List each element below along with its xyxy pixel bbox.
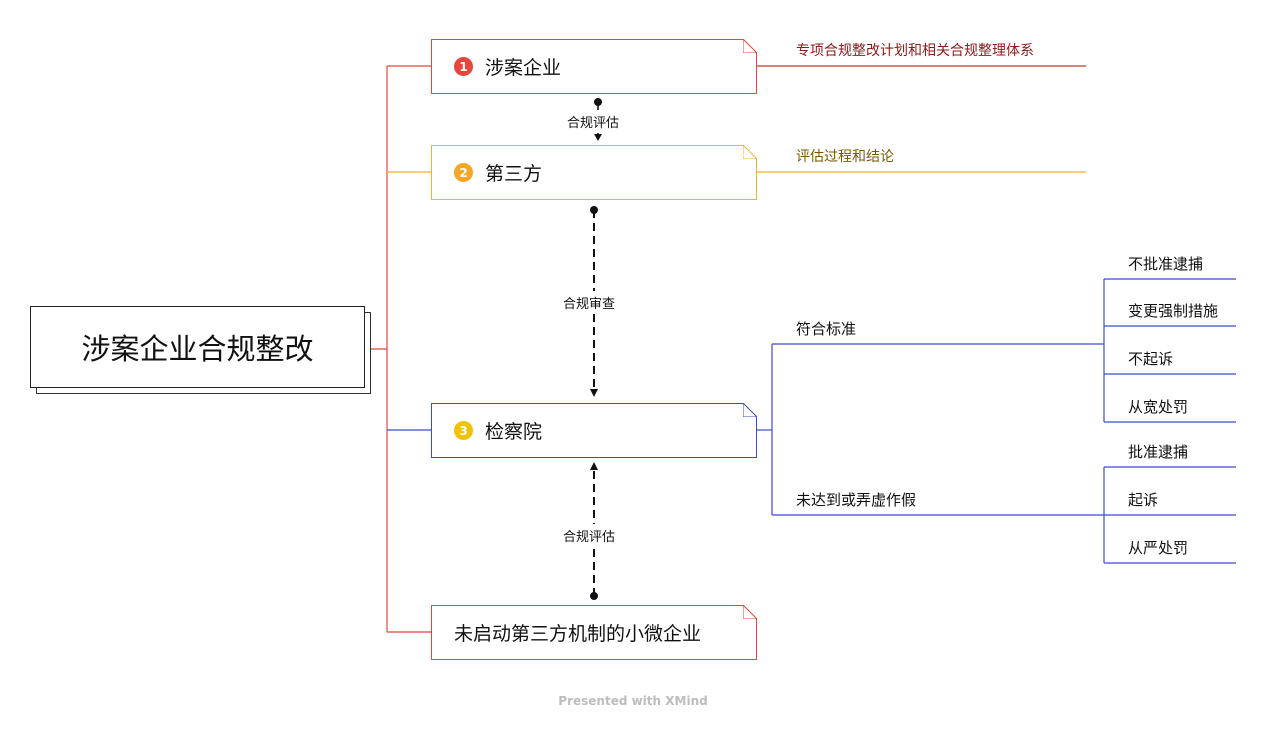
topic-procuratorate[interactable]: 3 检察院 bbox=[431, 403, 757, 458]
leaf-fails-item[interactable]: 从严处罚 bbox=[1128, 539, 1189, 557]
leaf-meets-item[interactable]: 变更强制措施 bbox=[1128, 302, 1219, 320]
topic-enterprise[interactable]: 1 涉案企业 bbox=[431, 39, 757, 94]
number-2-icon: 2 bbox=[454, 163, 473, 182]
root-topic[interactable]: 涉案企业合规整改 bbox=[30, 306, 365, 388]
leaf-fails-item[interactable]: 批准逮捕 bbox=[1128, 443, 1189, 461]
topic-enterprise-label: 涉案企业 bbox=[485, 57, 562, 79]
topic-third-party[interactable]: 2 第三方 bbox=[431, 145, 757, 200]
leaf-fails-item[interactable]: 起诉 bbox=[1128, 491, 1159, 509]
topic-third-party-label: 第三方 bbox=[485, 163, 543, 185]
leaf-meets-item[interactable]: 不起诉 bbox=[1128, 350, 1174, 368]
fold-corner-icon bbox=[743, 39, 757, 53]
connector-label-2: 合规审查 bbox=[561, 291, 618, 314]
topic-small-enterprise-label: 未启动第三方机制的小微企业 bbox=[454, 623, 702, 645]
fold-corner-icon bbox=[743, 145, 757, 159]
note-third-party[interactable]: 评估过程和结论 bbox=[796, 149, 894, 165]
number-1-icon: 1 bbox=[454, 57, 473, 76]
branch-meets-standard[interactable]: 符合标准 bbox=[796, 320, 857, 338]
topic-small-enterprise[interactable]: 未启动第三方机制的小微企业 bbox=[431, 605, 757, 660]
root-topic-label: 涉案企业合规整改 bbox=[81, 332, 314, 366]
leaf-meets-item[interactable]: 不批准逮捕 bbox=[1128, 255, 1204, 273]
topic-procuratorate-label: 检察院 bbox=[485, 421, 543, 443]
xmind-footer: Presented with XMind bbox=[558, 694, 708, 708]
connector-label-1: 合规评估 bbox=[565, 110, 622, 133]
number-3-icon: 3 bbox=[454, 421, 473, 440]
branch-fails-standard[interactable]: 未达到或弄虚作假 bbox=[796, 491, 917, 509]
leaf-meets-item[interactable]: 从宽处罚 bbox=[1128, 398, 1189, 416]
fold-corner-icon bbox=[743, 605, 757, 619]
connector-label-3: 合规评估 bbox=[561, 524, 618, 547]
note-enterprise[interactable]: 专项合规整改计划和相关合规整理体系 bbox=[796, 43, 1034, 59]
fold-corner-icon bbox=[743, 403, 757, 417]
